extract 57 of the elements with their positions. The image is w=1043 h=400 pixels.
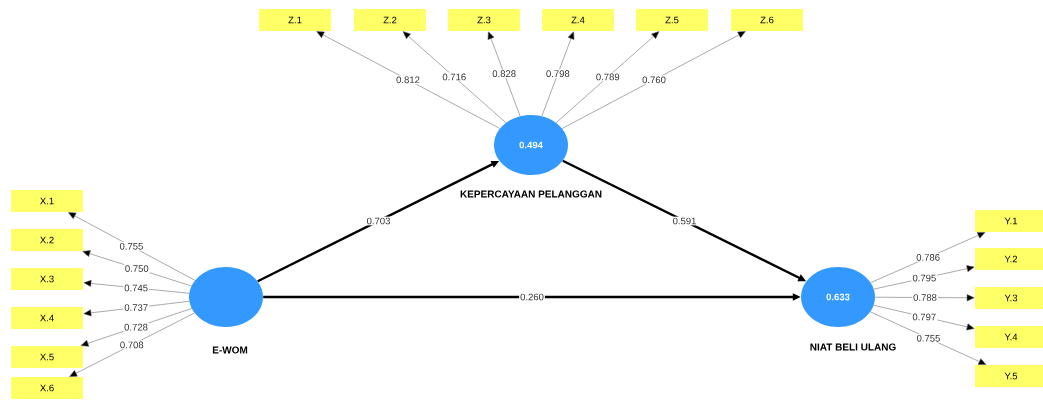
indicator-box: Z.3	[448, 9, 520, 31]
indicator-box: Y.5	[975, 365, 1043, 387]
arrow	[83, 280, 190, 294]
edge-label: 0.755	[119, 242, 143, 250]
arrow	[561, 31, 746, 129]
arrow	[69, 312, 195, 377]
edge-label: 0.789	[596, 73, 620, 81]
arrow	[83, 301, 190, 317]
arrow	[870, 232, 986, 283]
construct-label: KEPERCAYAAN PELANGGAN	[460, 190, 602, 198]
indicator-box: X.2	[11, 229, 83, 251]
edge-label: 0.745	[124, 284, 148, 292]
edge-label: 0.798	[546, 70, 570, 78]
indicator-box: X.5	[11, 346, 83, 368]
edge-label: 0.260	[520, 293, 544, 301]
edge-label: 0.760	[642, 76, 666, 84]
indicator-box: X.6	[11, 377, 83, 399]
edge-label: 0.750	[125, 265, 149, 272]
arrow	[870, 311, 987, 365]
construct-label: NIAT BELI ULANG	[810, 343, 896, 351]
indicator-box: Z.2	[354, 9, 426, 31]
edge-label: 0.828	[492, 70, 516, 78]
edge-label: 0.788	[913, 294, 937, 301]
arrow	[68, 212, 196, 281]
indicator-box: X.3	[11, 268, 83, 290]
edge-label: 0.786	[916, 254, 940, 261]
arrow	[873, 305, 975, 331]
arrow	[873, 265, 975, 290]
indicator-box: Y.1	[975, 210, 1043, 232]
indicator-box: Y.4	[975, 326, 1043, 348]
indicator-box: X.1	[11, 190, 83, 212]
edge-label: 0.795	[912, 274, 936, 282]
indicator-box: Z.6	[731, 9, 803, 31]
indicator-box: Z.1	[259, 9, 331, 31]
edge-label: 0.708	[120, 341, 144, 349]
edge-label: 0.728	[124, 323, 148, 331]
arrow	[874, 294, 975, 302]
arrow	[316, 31, 501, 129]
arrow	[487, 31, 521, 117]
indicator-box: Y.3	[975, 287, 1043, 309]
edge-label: 0.716	[442, 73, 466, 81]
indicator-box: Z.4	[542, 9, 614, 31]
edge-label: 0.737	[124, 304, 148, 311]
edge-label: 0.812	[396, 76, 420, 84]
edge-label: 0.797	[912, 313, 936, 321]
indicator-box: Y.2	[975, 248, 1043, 270]
arrow	[555, 31, 660, 123]
arrow	[402, 31, 507, 123]
edge-label: 0.703	[367, 217, 390, 225]
indicator-box: X.4	[11, 307, 83, 329]
edge-label: 0.755	[916, 334, 940, 342]
edge-label: 0.591	[673, 217, 696, 225]
arrow	[80, 308, 192, 347]
latent-variable-circle	[189, 267, 263, 327]
indicator-box: Z.5	[636, 9, 708, 31]
arrow	[541, 31, 575, 117]
construct-label: E-WOM	[212, 346, 248, 354]
